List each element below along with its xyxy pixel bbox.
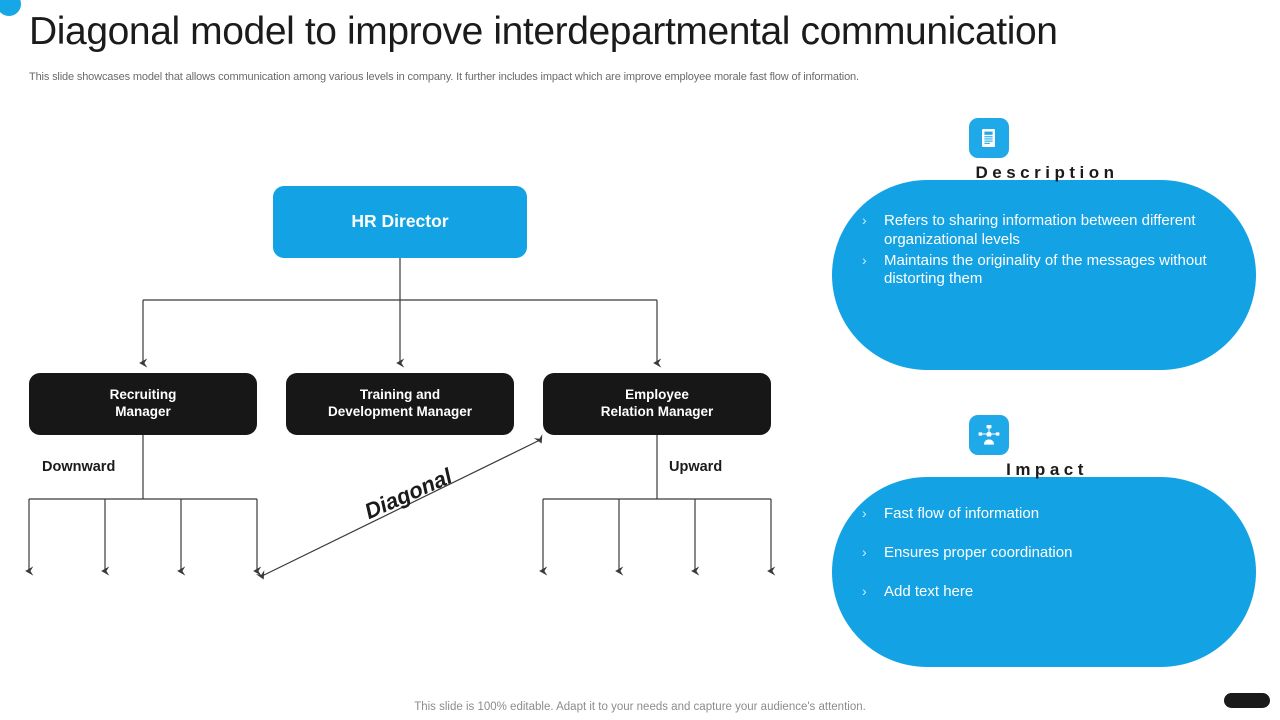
panel-body-background <box>832 180 1256 370</box>
bullet-item: › Add text here <box>862 583 1262 602</box>
chevron-right-icon: › <box>862 582 867 599</box>
slide-footer-note: This slide is 100% editable. Adapt it to… <box>414 701 866 713</box>
bullet-item: › Ensures proper coordination <box>862 544 1262 563</box>
panel-bullets-impact: › Fast flow of information › Ensures pro… <box>862 505 1262 621</box>
chevron-right-icon: › <box>862 212 867 228</box>
panel-bullets-description: › Refers to sharing information between … <box>862 212 1262 291</box>
bullet-text: Ensures proper coordination <box>884 543 1073 561</box>
chevron-right-icon: › <box>862 543 867 560</box>
bullet-text: Refers to sharing information between di… <box>884 212 1196 248</box>
decorative-black-pill <box>1224 693 1270 708</box>
flow-label-downward: Downward <box>42 459 116 475</box>
org-node-label: HR Director <box>351 211 449 232</box>
flow-label-upward: Upward <box>669 459 723 475</box>
org-node-recruiting-manager[interactable]: Recruiting Manager <box>29 373 257 435</box>
org-node-label-line1: Recruiting <box>109 387 177 403</box>
decorative-blue-dot <box>0 0 21 16</box>
chevron-right-icon: › <box>862 505 867 521</box>
network-people-icon <box>969 415 1009 455</box>
org-chart: HR Director Recruiting Manager Training … <box>0 95 820 615</box>
org-node-label-line2: Relation Manager <box>600 404 714 419</box>
panel-heading-description: Description <box>975 163 1119 182</box>
bullet-text: Fast flow of information <box>884 505 1040 522</box>
bullet-item: › Maintains the originality of the messa… <box>862 252 1262 290</box>
org-node-label-line1: Training and <box>359 387 441 403</box>
org-node-employee-relation-manager[interactable]: Employee Relation Manager <box>543 373 771 435</box>
org-node-label-line1: Employee <box>625 387 689 403</box>
bullet-text: Add text here <box>884 582 974 600</box>
chevron-right-icon: › <box>862 251 867 268</box>
panel-heading-impact: Impact <box>1006 460 1088 479</box>
info-panel-description: Description › Refers to sharing informat… <box>832 100 1262 380</box>
bullet-text: Maintains the originality of the message… <box>884 251 1207 288</box>
org-node-label-line2: Development Manager <box>327 404 473 419</box>
bullet-item: › Refers to sharing information between … <box>862 212 1262 250</box>
org-node-label-line2: Manager <box>115 404 171 419</box>
document-icon <box>969 118 1009 158</box>
page-title: Diagonal model to improve interdepartmen… <box>29 10 1058 53</box>
panel-body-background <box>832 477 1256 667</box>
org-node-hr-director[interactable]: HR Director <box>273 186 527 258</box>
org-node-training-development-manager[interactable]: Training and Development Manager <box>286 373 514 435</box>
bullet-item: › Fast flow of information <box>862 505 1262 524</box>
info-panel-impact: Impact › Fast flow of information › Ensu… <box>832 397 1262 677</box>
page-subtitle: This slide showcases model that allows c… <box>29 71 859 83</box>
org-chart-connectors <box>25 258 776 580</box>
